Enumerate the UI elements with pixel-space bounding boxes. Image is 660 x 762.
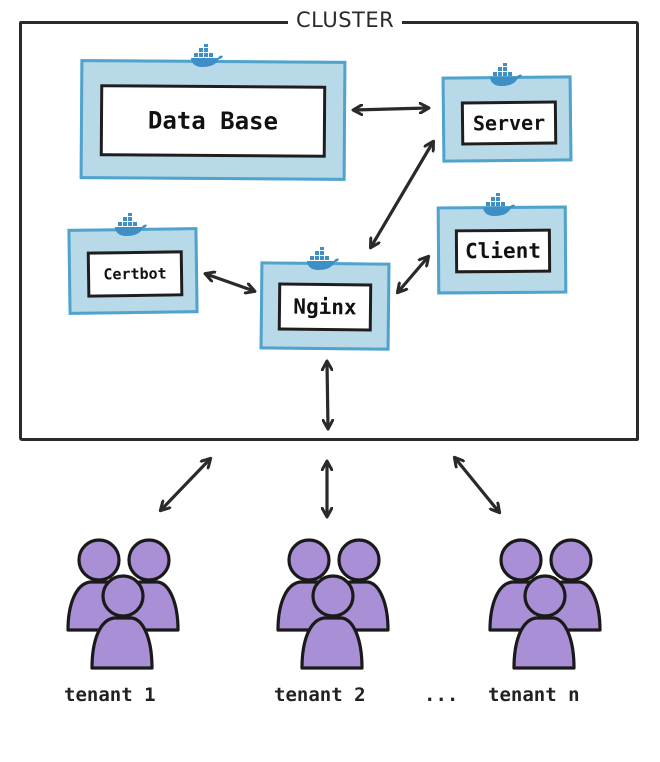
docker-whale-icon [115, 213, 147, 236]
tenantn-cluster-arrow [455, 458, 499, 512]
people-group-icon [66, 538, 180, 670]
ellipsis-label: ... [424, 684, 459, 706]
nginx-server-arrow [371, 142, 433, 247]
nginx-cluster-edge-arrow [327, 362, 328, 428]
docker-whale-icon [307, 247, 339, 270]
database-server-arrow [354, 108, 428, 110]
certbot-nginx-arrow [206, 274, 254, 291]
people-group-icon [276, 538, 390, 670]
tenant-2-label: tenant 2 [274, 684, 366, 706]
tenant-n-label: tenant n [488, 684, 580, 706]
people-group-icon [488, 538, 602, 670]
docker-whale-icon [490, 63, 522, 86]
docker-whale-icon [191, 44, 223, 67]
cluster-title: CLUSTER [288, 8, 403, 32]
tenant-1-label: tenant 1 [64, 684, 156, 706]
tenant1-cluster-arrow [161, 459, 210, 510]
docker-whale-icon [483, 193, 515, 216]
nginx-client-arrow [398, 257, 428, 292]
